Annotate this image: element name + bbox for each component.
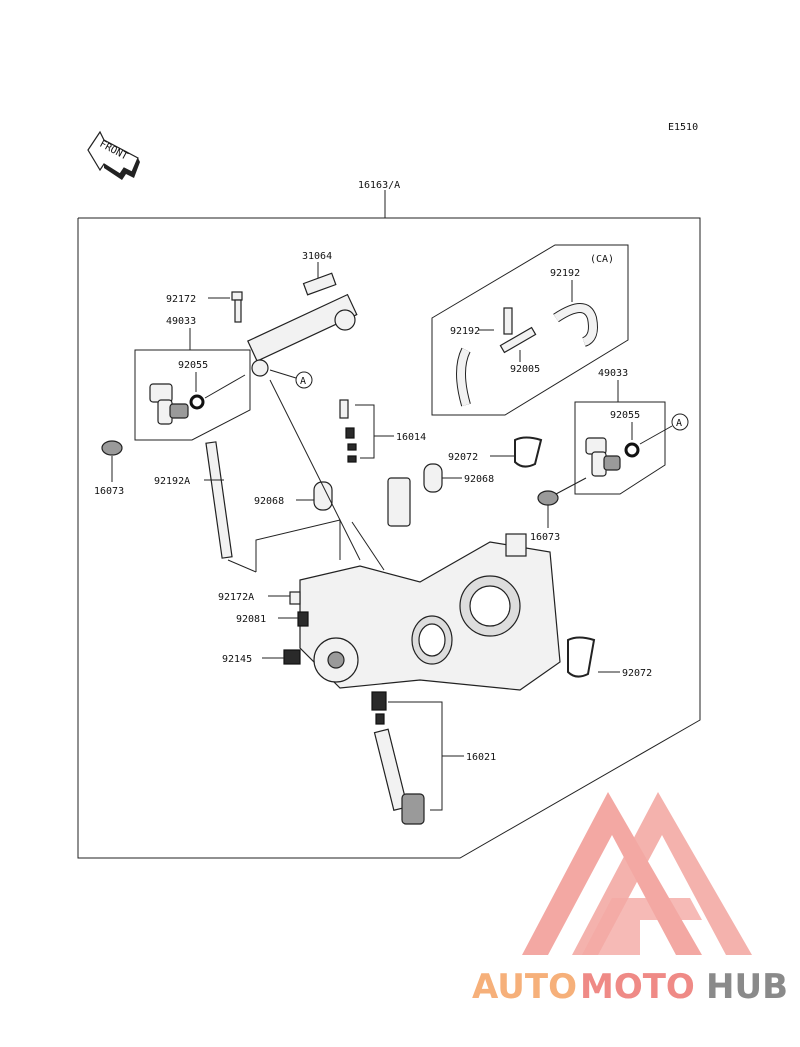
label-16073-right: 16073 [530,532,560,543]
label-92172: 92172 [166,294,196,305]
bolt-92172-part [231,291,243,323]
throttle-body-part [299,477,561,691]
label-92172A: 92172A [218,592,254,603]
label-92072-top: 92072 [448,452,478,463]
label-49033-left: 49033 [166,316,196,327]
watermark-moto: MOTO [580,967,695,1007]
left-injector-subbox [134,335,251,441]
sensor-16021-part [371,691,425,825]
injector-left-part [149,383,189,425]
screw-set-16014-part [339,399,357,463]
label-92068-left: 92068 [254,496,284,507]
label-92192-right: 92192 [550,268,580,279]
assembly-boundary [77,217,701,859]
label-92055-right: 92055 [610,410,640,421]
clamp-92072-top-part [514,436,543,468]
watermark-logo-icon [522,792,752,955]
label-31064: 31064 [302,251,332,262]
callout-marker-right-text: A [676,418,682,429]
hose-92192-right-part [553,303,598,347]
hose-92192-left-part [456,347,471,407]
label-92081: 92081 [236,614,266,625]
label-92055-left: 92055 [178,360,208,371]
label-16073-left: 16073 [94,486,124,497]
bolt-92172A-part [289,591,301,605]
callout-marker-left: A [295,371,313,389]
clamp-92072-bottom-part [567,636,596,678]
label-92005: 92005 [510,364,540,375]
callout-marker-left-text: A [300,376,306,387]
ca-subgroup-label: (CA) [590,254,614,265]
label-92145: 92145 [222,654,252,665]
assembly-label: 16163/A [358,180,400,191]
label-92192A: 92192A [154,476,190,487]
hose-92192A-part [205,441,233,559]
label-92072-bottom: 92072 [622,668,652,679]
label-16021: 16021 [466,752,496,763]
grommet-left-part [101,440,123,456]
cap-92068-left-part [313,481,333,511]
fuel-rail-part [247,272,358,377]
watermark-auto: AUTO [472,967,577,1007]
tee-92005-part [499,307,537,354]
grommet-right-part [537,490,559,506]
front-direction-arrow: FRONT [87,130,140,180]
injector-right-part [585,437,621,477]
right-injector-subbox [574,388,666,495]
figure-code: E1510 [668,122,698,133]
label-92068-right: 92068 [464,474,494,485]
o-ring-right-part [624,442,640,458]
label-92192-left: 92192 [450,326,480,337]
ca-subgroup-box [431,244,629,416]
watermark-text: AUTO MOTO HUB [472,967,788,1007]
spring-92081-part [297,611,309,627]
callout-marker-right: A [671,413,689,431]
spring-92145-part [283,649,301,665]
watermark-hub: HUB [706,967,788,1007]
o-ring-left-part [189,394,205,410]
label-49033-right: 49033 [598,368,628,379]
cap-92068-right-part [423,463,443,493]
label-16014: 16014 [396,432,426,443]
